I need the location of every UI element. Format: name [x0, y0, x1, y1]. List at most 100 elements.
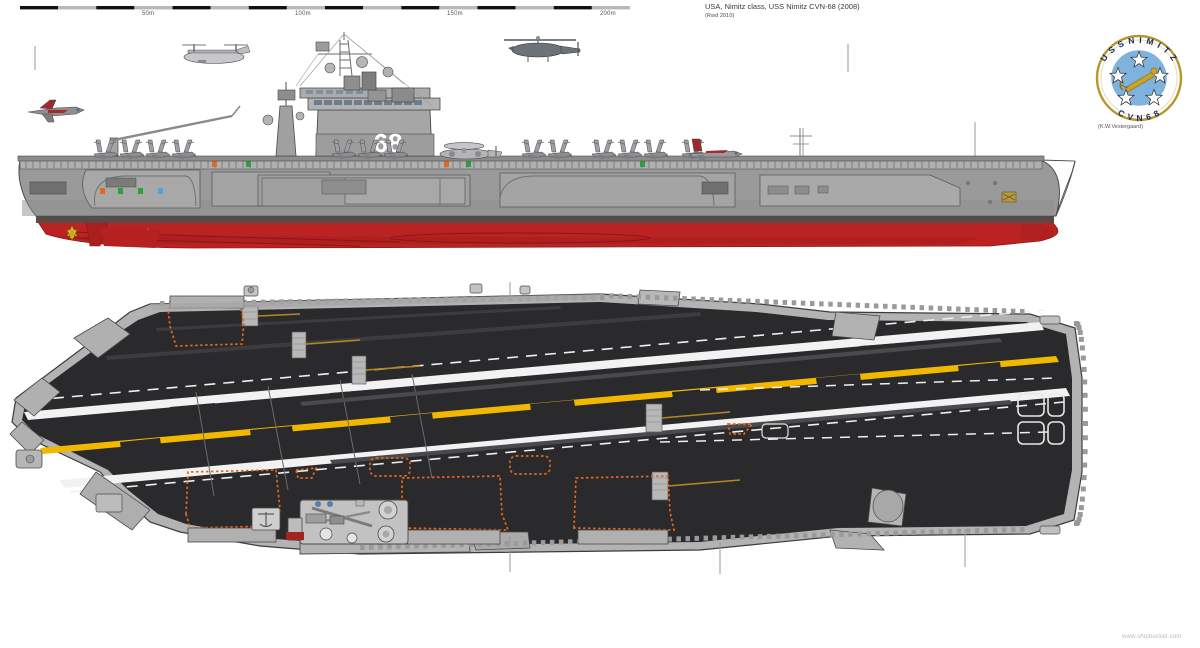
jbd-1: [291, 331, 307, 359]
scale-segment: [439, 6, 478, 10]
bow-catapult-markings: [1017, 393, 1065, 445]
netting-tick: [727, 297, 733, 303]
scale-segment: [363, 6, 402, 10]
netting-tick: [1082, 392, 1088, 398]
netting-tick: [1076, 516, 1082, 522]
parked-fighter-folded: [119, 139, 145, 159]
parked-fighter-folded: [547, 139, 573, 159]
netting-tick: [910, 304, 915, 310]
parked-fighter-folded: [331, 139, 357, 159]
netting-tick: [654, 295, 660, 301]
netting-tick: [810, 301, 815, 306]
netting-tick: [819, 301, 824, 307]
title-line-2: (Rwd 2010): [705, 12, 735, 19]
scale-segment: [553, 6, 592, 10]
netting-tick: [983, 307, 988, 313]
netting-tick: [531, 540, 537, 546]
ship-insignia: U S S N I M I T Z C V N 6 8: [1095, 34, 1183, 123]
netting-tick: [600, 293, 605, 298]
deck-surface-dark: [22, 302, 1072, 546]
badge-star-5: [1144, 88, 1164, 106]
netting-tick: [694, 535, 700, 541]
netting-tick: [459, 542, 464, 548]
netting-tick: [873, 303, 879, 309]
deck-crane: [109, 105, 241, 157]
parked-fighter-folded: [357, 139, 383, 159]
aft-antenna-mast: [790, 128, 812, 160]
scale-segment: [401, 6, 440, 10]
netting-tick: [929, 529, 935, 535]
netting-tick: [712, 535, 718, 541]
netting-tick: [423, 543, 428, 549]
netting-tick: [793, 533, 799, 539]
elevator-outline-4: [573, 475, 676, 531]
netting-tick: [676, 536, 681, 542]
netting-tick: [965, 306, 970, 312]
netting-tick: [387, 544, 392, 550]
netting-tick: [983, 527, 989, 533]
netting-tick: [1080, 355, 1086, 361]
scale-segment: [591, 6, 630, 10]
parked-fighter-red-tail: [689, 138, 743, 160]
netting-tick: [857, 531, 862, 537]
stern-rounddown: [150, 294, 600, 310]
netting-tick: [504, 541, 510, 547]
netting-tick: [1080, 486, 1086, 492]
netting-tick: [468, 542, 473, 548]
netting-tick: [378, 544, 383, 550]
netting-tick: [875, 530, 880, 536]
netting-tick: [360, 545, 365, 550]
netting-tick: [1077, 330, 1083, 336]
radar-dome-2: [356, 56, 368, 68]
deck-edge-lights: [100, 161, 645, 194]
deck-marking-small-2: [294, 467, 318, 479]
netting-tick: [828, 301, 833, 307]
badge-star-2: [1108, 66, 1128, 84]
netting-tick: [609, 293, 614, 299]
bow-stem-line: [1055, 161, 1076, 217]
jet-blast-deflectors: [241, 305, 669, 501]
netting-tick: [766, 533, 772, 539]
netting-tick: [432, 543, 437, 549]
netting-tick: [739, 534, 745, 540]
netting-tick: [691, 296, 696, 302]
netting-tick: [1075, 322, 1081, 328]
catapult-track-1: [300, 338, 1002, 406]
elevator-hatch-1: [369, 457, 411, 477]
netting-tick: [663, 295, 669, 301]
scale-bar: [20, 6, 630, 10]
netting-tick: [791, 300, 797, 306]
netting-tick: [947, 528, 953, 534]
netting-tick: [685, 536, 690, 542]
netting-tick: [974, 307, 979, 313]
scale-label-150: 150m: [447, 11, 463, 17]
artist-credit: (K.W.Vestergaard): [1098, 124, 1143, 130]
netting-tick: [803, 532, 808, 538]
mid-deck-white-markings: [761, 423, 789, 439]
netting-tick: [902, 530, 907, 536]
lattice-mast: [339, 32, 353, 77]
netting-tick: [567, 539, 573, 545]
parked-fighter-folded: [171, 139, 197, 159]
radar-dome-3: [382, 66, 394, 78]
scale-segment: [248, 6, 287, 10]
netting-tick: [937, 305, 943, 311]
scale-label-100: 100m: [295, 11, 311, 17]
scale-segment: [325, 6, 364, 10]
bow-marking-4: [1047, 421, 1065, 445]
netting-tick: [974, 528, 980, 534]
netting-tick: [864, 303, 870, 309]
plan-antenna-whips: [509, 282, 966, 574]
deck-fitting-anchor: [251, 507, 281, 531]
bow-marking-2: [1047, 393, 1065, 417]
radar-antenna-air-search: [315, 41, 330, 52]
netting-tick: [748, 534, 754, 540]
catapult-tracks: [106, 306, 1012, 464]
catapult-track-2: [330, 400, 1012, 464]
netting-tick: [718, 297, 724, 303]
netting-tick: [1083, 421, 1088, 426]
netting-tick: [1081, 475, 1087, 481]
hull-underwater-antifouling: [37, 221, 1059, 249]
netting-tick: [782, 299, 788, 305]
